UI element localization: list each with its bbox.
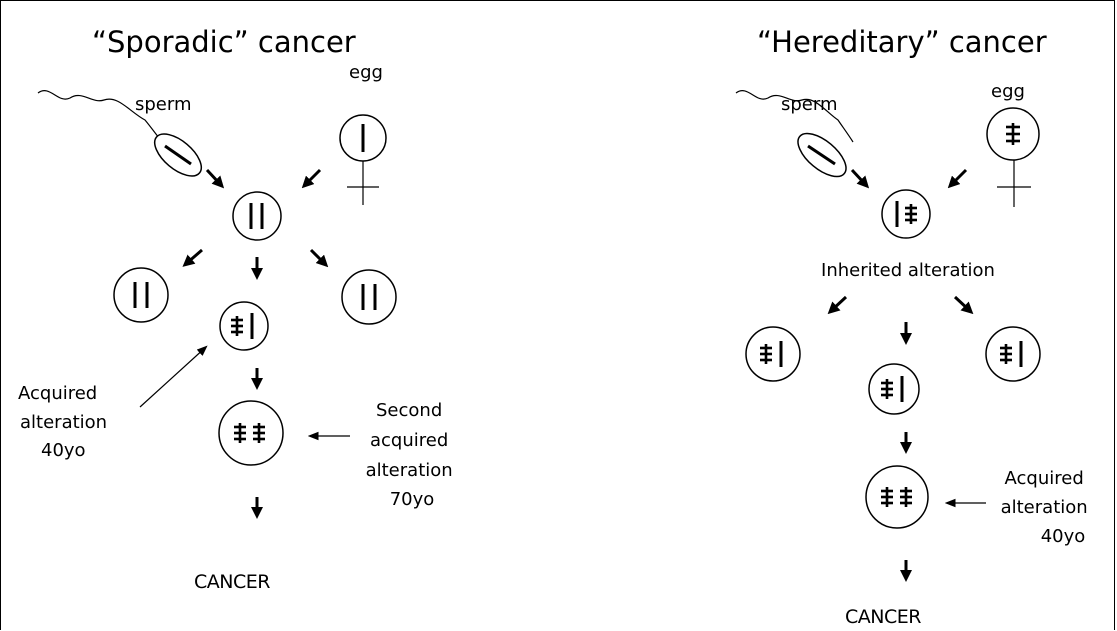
arrow-icon [306,170,320,184]
arrow-icon [187,250,202,263]
sperm-label: sperm [781,94,838,115]
second-acquired-label: Second acquired alteration 70yo [366,400,459,510]
egg-icon [340,115,386,205]
double-mutated-cell [219,401,283,465]
pointer-arrow-icon [140,347,206,407]
hereditary-title: “Hereditary” cancer [757,25,1047,59]
double-mutated-cell [866,466,928,528]
cancer-label-sporadic: CANCER [194,571,270,593]
sporadic-title: “Sporadic” cancer [92,25,356,59]
arrow-icon [955,297,969,310]
egg-label: egg [991,81,1025,102]
normal-cell [342,270,396,324]
acquired-label-hereditary: Acquired alteration 40yo [1001,468,1094,547]
cancer-label-hereditary: CANCER [845,606,921,628]
mutated-cell [869,364,919,414]
arrow-icon [852,170,865,184]
mutated-cell [220,302,268,350]
arrow-icon [952,170,966,184]
normal-cell [114,268,168,322]
mutated-egg-icon [987,108,1039,207]
sperm-label: sperm [135,94,192,115]
zygote-cell [882,190,930,238]
arrow-icon [311,250,324,263]
mutated-cell [986,327,1040,381]
zygote-cell [233,192,281,240]
arrow-icon [832,297,846,310]
arrow-icon [207,170,220,184]
mutated-cell [746,327,800,381]
egg-label: egg [349,62,383,83]
acquired-label-sporadic: Acquired alteration 40yo [18,383,113,461]
inherited-alteration-label: Inherited alteration [821,260,995,281]
